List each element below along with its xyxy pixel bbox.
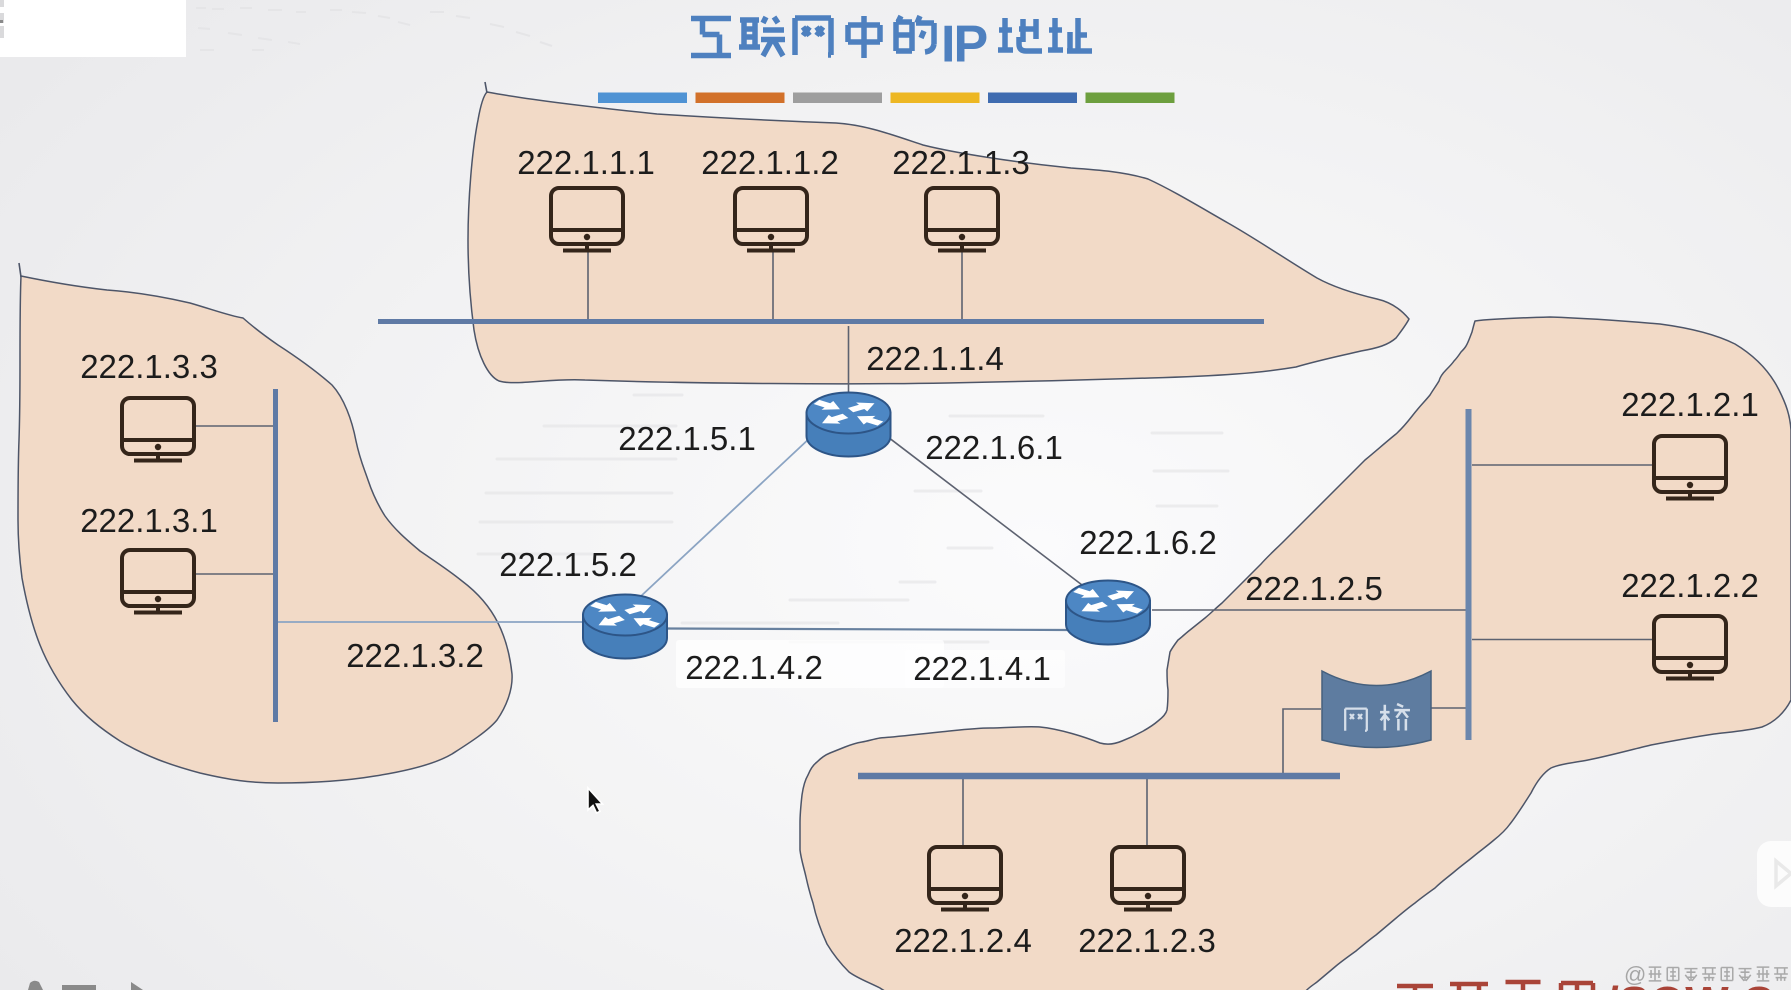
svg-text:222.1.3.1: 222.1.3.1 <box>80 502 218 539</box>
svg-text:222.1.2.2: 222.1.2.2 <box>1621 567 1759 604</box>
svg-text:222.1.2.5: 222.1.2.5 <box>1245 570 1383 607</box>
svg-text:222.1.2.3: 222.1.2.3 <box>1078 922 1216 959</box>
svg-text:222.1.1.2: 222.1.1.2 <box>701 144 839 181</box>
svg-text:222.1.5.1: 222.1.5.1 <box>618 420 756 457</box>
svg-text:IP: IP <box>941 16 986 74</box>
svg-text:222.1.1.1: 222.1.1.1 <box>517 144 655 181</box>
svg-text:222.1.1.4: 222.1.1.4 <box>866 340 1004 377</box>
svg-text:/SOW C: /SOW C <box>1606 977 1775 990</box>
svg-text:222.1.3.2: 222.1.3.2 <box>346 637 484 674</box>
svg-text:222.1.2.1: 222.1.2.1 <box>1621 386 1759 423</box>
svg-text:222.1.3.3: 222.1.3.3 <box>80 348 218 385</box>
svg-text:222.1.4.2: 222.1.4.2 <box>685 649 823 686</box>
svg-text:222.1.2.4: 222.1.2.4 <box>894 922 1032 959</box>
svg-text:222.1.1.3: 222.1.1.3 <box>892 144 1030 181</box>
svg-text:222.1.6.1: 222.1.6.1 <box>925 429 1063 466</box>
svg-text:222.1.5.2: 222.1.5.2 <box>499 546 637 583</box>
svg-text:@: @ <box>1624 962 1646 987</box>
svg-text:222.1.4.1: 222.1.4.1 <box>913 650 1051 687</box>
svg-text:222.1.6.2: 222.1.6.2 <box>1079 524 1217 561</box>
